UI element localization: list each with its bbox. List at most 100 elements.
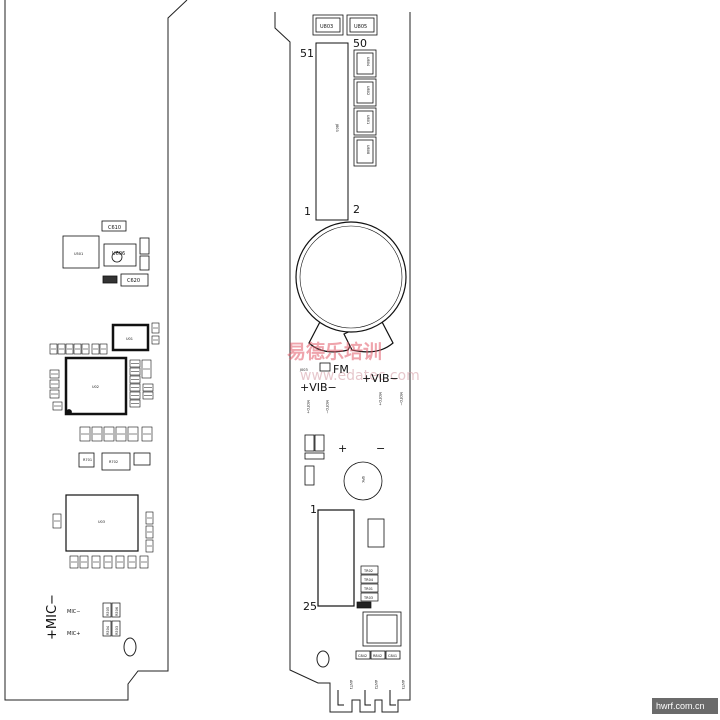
r503-part	[111, 620, 121, 637]
antenna-prong-3	[389, 690, 396, 706]
bottom-cap-3	[385, 650, 401, 660]
minus-label: −	[376, 442, 385, 455]
left-upper-cluster	[62, 220, 150, 287]
vib-right-label: +VIB−	[362, 372, 399, 385]
mic-area: +MIC− MIC− MIC+ R505 R506 R504 R503	[45, 594, 121, 640]
antenna-prong-1	[337, 690, 344, 706]
r504-part	[102, 620, 112, 637]
ic-pin25-label: 25	[303, 600, 317, 613]
u805-inner	[349, 17, 375, 33]
connector-label: J803	[335, 123, 339, 132]
watermark-cn: 易德乐培训	[287, 340, 382, 363]
tr3-label: TR01	[363, 587, 373, 591]
j003-label: J003	[299, 368, 308, 372]
tr2-label: TR04	[363, 578, 374, 582]
moto-l1-label: MOTO+	[306, 400, 310, 414]
u804-inner	[356, 52, 374, 75]
tr-box-2	[360, 574, 379, 584]
u808-inner	[356, 139, 374, 164]
diode-part	[102, 275, 118, 284]
buzzer-inner-ring	[299, 225, 403, 329]
u606-pin-dot	[111, 251, 123, 263]
u501-label: U501	[74, 252, 83, 256]
r503-label: R503	[115, 626, 119, 635]
tr-box-3	[360, 583, 379, 593]
pin-2-label: 2	[353, 203, 360, 216]
r506-label: R506	[115, 607, 119, 616]
moto-r2-label: MOTO−	[399, 392, 403, 406]
u03-label: U03	[98, 520, 105, 524]
c620-label: C620	[127, 278, 140, 284]
pin-1-label: 1	[304, 205, 311, 218]
u802-label: U802	[366, 86, 370, 95]
motor-cap-1	[304, 434, 315, 452]
r702-part	[101, 452, 131, 471]
r703-part	[133, 452, 151, 466]
motor-cap-4	[304, 465, 315, 486]
u808-label: U808	[366, 145, 370, 154]
r702-label: R702	[109, 460, 118, 464]
r505-label: R505	[106, 607, 110, 616]
bottom-cap-1	[355, 650, 371, 660]
connector-j803	[315, 42, 349, 221]
ic-u701	[317, 509, 355, 607]
right-side-parts	[353, 49, 377, 167]
fm-label: FM	[333, 363, 349, 376]
left-board-hole	[123, 637, 137, 657]
motor-area	[304, 434, 402, 660]
buzzer-lobe-right	[343, 317, 394, 353]
right-top-chips	[312, 14, 378, 36]
mic-plus-label: MIC+	[67, 631, 80, 637]
mic-big-label: +MIC−	[45, 594, 60, 640]
left-middle-labels: U01 U02	[92, 337, 133, 389]
speaker-label: SPK	[361, 476, 365, 483]
credit-text: hwrf.com.cn	[656, 701, 705, 711]
antenna-prongs	[337, 690, 396, 706]
bottom-cap-2	[370, 650, 386, 660]
u801-inner	[356, 110, 374, 133]
u805-label: U805	[354, 24, 367, 30]
left-lower-cluster	[65, 452, 151, 552]
motor-cap-2	[314, 434, 325, 452]
left-board	[4, 0, 188, 701]
tr4-label: TR03	[363, 596, 373, 600]
u01-label: U01	[126, 337, 133, 341]
watermark-url: www.edatec.com	[300, 368, 420, 384]
antenna-prong-2	[364, 690, 371, 706]
bottom-cap-2-label: R842	[373, 654, 382, 658]
pin-51-label: 51	[300, 47, 314, 60]
vib-left-label: +VIB−	[300, 381, 337, 394]
r505-part	[102, 602, 112, 618]
u02-chip	[64, 356, 128, 416]
credit-badge	[652, 698, 718, 714]
r607-part	[139, 255, 150, 271]
c620-part	[120, 273, 149, 287]
u803-inner	[315, 17, 341, 33]
ic-side-part	[367, 518, 385, 548]
left-upper-labels: C610 U501 U606 C620	[74, 225, 140, 284]
tr-box-5	[356, 601, 372, 609]
u03-chip	[65, 494, 139, 552]
fm-pad	[319, 362, 331, 372]
motor-cap-3	[304, 452, 325, 460]
speaker-circle	[343, 461, 383, 501]
u801-label: U801	[366, 115, 370, 124]
r504-label: R504	[106, 625, 110, 635]
mic-minus-label: MIC−	[67, 609, 80, 615]
left-board-outline	[4, 0, 188, 701]
buzzer-lobe-left	[308, 317, 357, 353]
u02-label: U02	[92, 385, 99, 389]
u02-pin1-dot	[66, 409, 72, 415]
r701-part	[78, 452, 95, 468]
tr-box-4	[360, 592, 379, 602]
plus-label: +	[338, 442, 347, 455]
u501-part	[62, 235, 100, 269]
right-board	[274, 12, 411, 713]
c610-label: C610	[108, 225, 121, 231]
tr-box-1	[360, 565, 379, 575]
ant1-label: ANT1	[349, 680, 353, 689]
left-small-parts	[49, 322, 160, 569]
right-board-hole	[316, 650, 330, 668]
moto-r1-label: MOTO+	[378, 392, 382, 406]
